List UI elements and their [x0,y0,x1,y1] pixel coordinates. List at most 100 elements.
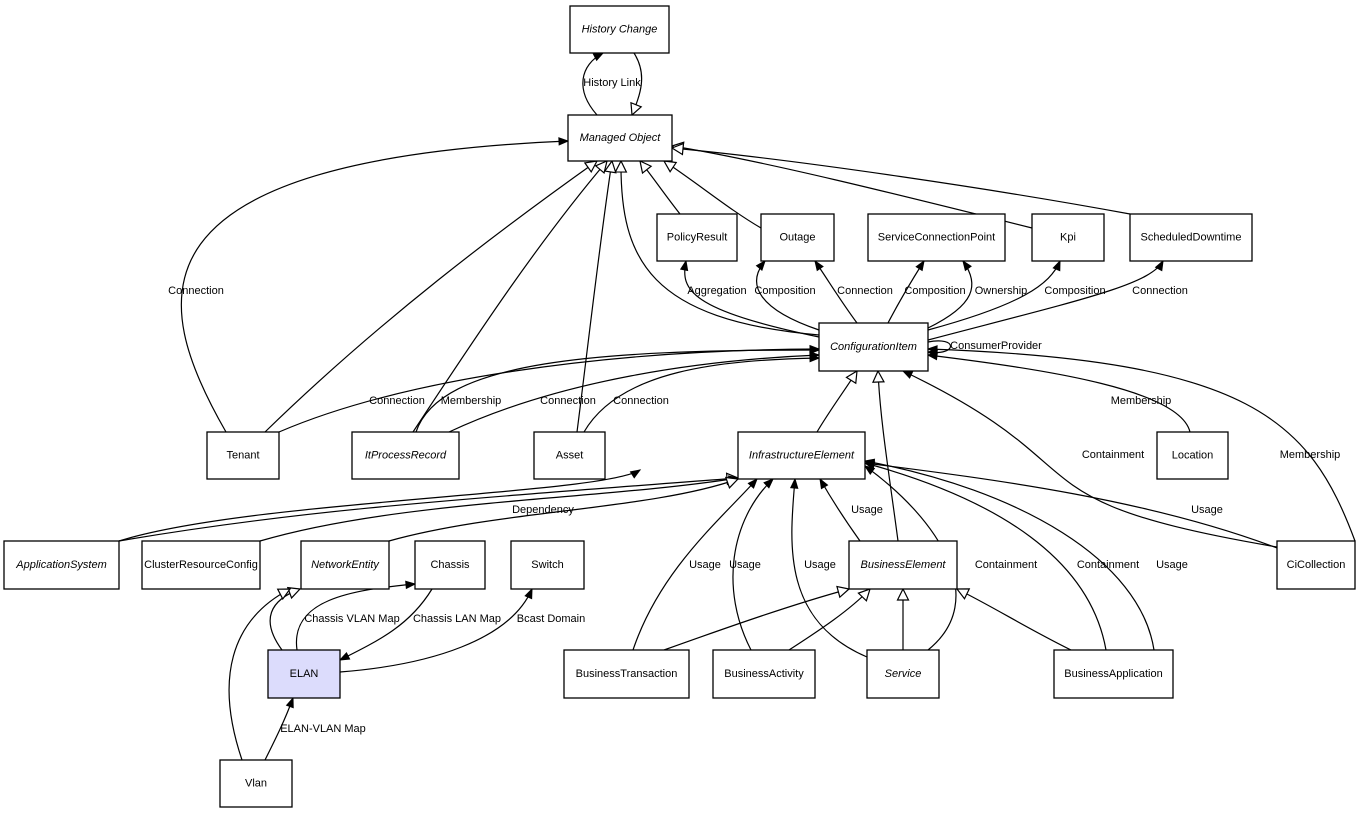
hollow-triangle-arrowhead-icon [845,369,858,385]
class-box [656,213,738,262]
filled-arrowhead-icon [962,259,972,272]
class-node-policyresult[interactable]: PolicyResult [656,213,738,262]
class-box [414,540,486,590]
filled-arrowhead-icon [679,259,689,272]
class-node-tenant[interactable]: Tenant [206,431,280,480]
hollow-triangle-arrowhead-icon [896,587,910,601]
class-node-elan[interactable]: ELAN [267,649,341,699]
class-node-kpi[interactable]: Kpi [1031,213,1105,262]
class-node-applicationsystem[interactable]: ApplicationSystem [3,540,120,590]
edge-line [927,260,1164,341]
generalization-edge [412,159,608,433]
edge-label: Usage [729,559,761,571]
class-node-businesselement[interactable]: BusinessElement [848,540,958,590]
edge-label: Composition [904,285,965,297]
class-box [567,114,673,162]
edge-label: Composition [1044,285,1105,297]
edge-line [956,588,1072,651]
class-node-chassis[interactable]: Chassis [414,540,486,590]
class-node-historychange[interactable]: History Change [569,5,670,54]
class-node-configurationitem[interactable]: ConfigurationItem [818,322,929,372]
class-name: ClusterResourceConfig [144,559,258,571]
hollow-triangle-arrowhead-icon [594,159,608,175]
association-edge [679,259,820,338]
association-edge [583,353,821,433]
filled-arrowhead-icon [819,477,829,490]
class-box [510,540,585,590]
edge-line [663,160,762,229]
class-node-businesstransaction[interactable]: BusinessTransaction [563,649,690,699]
edge-line [412,160,608,433]
edge-label: Usage [1156,559,1188,571]
filled-arrowhead-icon [1052,259,1061,272]
edge-line [927,354,1191,433]
generalization-edge [788,588,871,651]
association-edge [415,345,821,433]
class-node-businessactivity[interactable]: BusinessActivity [712,649,816,699]
class-node-switch[interactable]: Switch [510,540,585,590]
edge-label: Connection [540,395,596,407]
edge-line [902,370,1278,548]
association-edge [790,477,868,658]
edge-label: Chassis LAN Map [413,613,501,625]
edge-line [791,478,868,658]
filled-arrowhead-icon [814,259,824,272]
association-edge [926,351,1191,433]
class-node-service[interactable]: Service [866,649,940,699]
filled-arrowhead-icon [809,353,821,363]
class-node-businessapplication[interactable]: BusinessApplication [1053,649,1174,699]
edge-label: Composition [754,285,815,297]
edge-line [259,477,739,542]
edge-line [278,348,820,433]
class-box [712,649,816,699]
class-box [848,540,958,590]
hollow-triangle-arrowhead-icon [583,160,599,173]
class-name: Vlan [245,778,267,790]
class-name: InfrastructureElement [749,450,855,462]
hollow-triangle-arrowhead-icon [639,159,653,175]
class-name: History Change [582,24,658,36]
class-node-infrastructureelement[interactable]: InfrastructureElement [737,431,866,480]
class-box [533,431,606,480]
edge-line [576,160,613,433]
generalization-edge [118,472,740,542]
generalization-edge [228,588,292,761]
class-node-outage[interactable]: Outage [760,213,835,262]
edge-label: ConsumerProvider [950,340,1042,352]
filled-arrowhead-icon [285,696,294,709]
class-node-serviceconnectionpoint[interactable]: ServiceConnectionPoint [867,213,1006,262]
class-box [3,540,120,590]
class-node-scheduleddowntime[interactable]: ScheduledDowntime [1129,213,1253,262]
edge-line [448,354,820,433]
class-box [1156,431,1229,480]
class-node-managedobject[interactable]: Managed Object [567,114,673,162]
generalization-edge [663,585,851,651]
class-name: ItProcessRecord [365,450,447,462]
association-edge [180,137,570,433]
generalization-edge [614,159,820,336]
class-node-networkentity[interactable]: NetworkEntity [300,540,390,590]
class-node-asset[interactable]: Asset [533,431,606,480]
class-name: NetworkEntity [311,559,380,571]
edge-label: Containment [1077,559,1139,571]
filled-arrowhead-icon [405,580,417,590]
class-node-location[interactable]: Location [1156,431,1229,480]
edge-line [339,588,533,673]
class-node-vlan[interactable]: Vlan [219,759,293,808]
hollow-triangle-arrowhead-icon [614,159,628,173]
class-node-clusterresourceconfig[interactable]: ClusterResourceConfig [141,540,261,590]
edge-label: Connection [613,395,669,407]
edge-line [671,147,1131,215]
class-node-itprocessrecord[interactable]: ItProcessRecord [351,431,460,480]
filled-arrowhead-icon [338,651,351,661]
class-node-cicollection[interactable]: CiCollection [1276,540,1356,590]
generalization-edge [630,52,643,117]
association-edge [927,259,1061,331]
edge-line [339,588,433,661]
association-edge [295,580,417,651]
filled-arrowhead-icon [629,469,642,479]
edge-label: Connection [168,285,224,297]
filled-arrowhead-icon [755,259,766,272]
class-name: BusinessActivity [724,668,804,680]
